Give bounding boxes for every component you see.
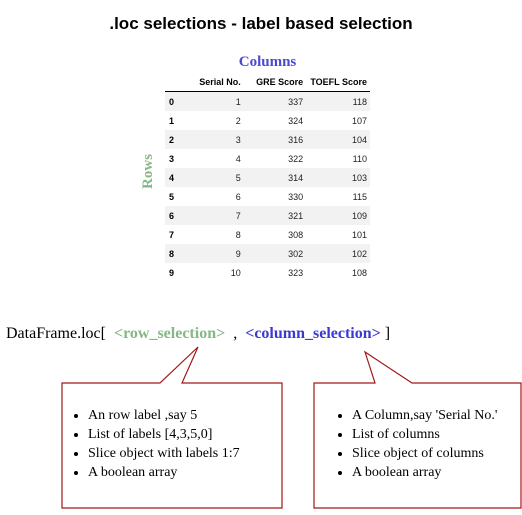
row-index: 8 — [169, 248, 175, 259]
table-cell: 2 — [235, 115, 241, 126]
column-callout-box — [313, 350, 522, 509]
table-cell: 110 — [352, 153, 367, 164]
table-cell: 9 — [235, 248, 241, 259]
table-cell: 8 — [235, 229, 241, 240]
column-selection-options: A Column,say 'Serial No.' List of column… — [336, 406, 522, 482]
table-header-row: Serial No. GRE Score TOEFL Score — [165, 73, 370, 92]
table-cell: 5 — [235, 172, 241, 183]
table-row: 0 1 337 118 — [165, 91, 370, 111]
list-item: Slice object of columns — [352, 444, 522, 463]
list-item: A boolean array — [88, 463, 288, 482]
table-row: 8 9 302 102 — [165, 244, 370, 263]
index-header — [165, 73, 188, 92]
table-cell: 314 — [288, 172, 304, 183]
table-row: 4 5 314 103 — [165, 168, 370, 187]
row-index: 6 — [169, 210, 175, 221]
table-cell: 3 — [235, 134, 241, 145]
table-cell: 322 — [288, 153, 304, 164]
table-cell: 324 — [288, 115, 304, 126]
row-selection-options: An row label ,say 5 List of labels [4,3,… — [72, 406, 288, 482]
table-cell: 302 — [288, 248, 304, 259]
list-item: List of columns — [352, 425, 522, 444]
table-cell: 308 — [288, 229, 304, 240]
table-cell: 321 — [288, 210, 304, 221]
list-item: A Column,say 'Serial No.' — [352, 406, 522, 425]
list-item: List of labels [4,3,5,0] — [88, 425, 288, 444]
loc-syntax: DataFrame.loc[ <row_selection> , <column… — [6, 325, 390, 343]
row-index: 7 — [169, 229, 175, 240]
row-index: 4 — [169, 172, 175, 183]
table-row: 9 10 323 108 — [165, 263, 370, 282]
column-header-gre-score: GRE Score — [243, 73, 307, 92]
table-row: 3 4 322 110 — [165, 149, 370, 168]
page-title: .loc selections - label based selection — [109, 14, 413, 33]
table-row: 7 8 308 101 — [165, 225, 370, 244]
table-cell: 7 — [235, 210, 241, 221]
list-item: An row label ,say 5 — [88, 406, 288, 425]
loc-separator: , — [233, 325, 238, 342]
table-cell: 115 — [352, 191, 367, 202]
table-cell: 103 — [351, 172, 367, 183]
table-cell: 108 — [351, 267, 367, 278]
row-callout-box — [61, 346, 283, 509]
table-cell: 4 — [235, 153, 241, 164]
table-cell: 6 — [235, 191, 241, 202]
row-index: 5 — [169, 191, 175, 202]
table-cell: 316 — [288, 134, 304, 145]
loc-suffix: ] — [384, 325, 391, 342]
column-header-toefl-score: TOEFL Score — [306, 73, 370, 92]
list-item: Slice object with labels 1:7 — [88, 444, 288, 463]
columns-label: Columns — [238, 54, 297, 70]
row-index: 3 — [169, 153, 175, 164]
table-cell: 323 — [288, 267, 304, 278]
table-cell: 10 — [230, 267, 241, 278]
column-selection-label: <column_selection> — [245, 325, 381, 342]
table-cell: 107 — [351, 115, 367, 126]
row-index: 0 — [169, 96, 175, 107]
column-header-serial-no: Serial No. — [187, 73, 244, 92]
table-row: 5 6 330 115 — [165, 187, 370, 206]
table-row: 6 7 321 109 — [165, 206, 370, 225]
table-row: 2 3 316 104 — [165, 130, 370, 149]
table-cell: 330 — [288, 191, 304, 202]
table-cell: 337 — [288, 96, 304, 107]
loc-prefix: DataFrame.loc[ — [6, 325, 106, 342]
row-index: 1 — [169, 115, 175, 126]
table-cell: 109 — [351, 210, 367, 221]
table-cell: 104 — [351, 134, 367, 145]
list-item: A boolean array — [352, 463, 522, 482]
table-row: 1 2 324 107 — [165, 111, 370, 130]
row-index: 9 — [169, 267, 175, 278]
row-selection-label: <row_selection> — [113, 325, 226, 342]
table-cell: 101 — [351, 229, 367, 240]
table-cell: 102 — [351, 248, 367, 259]
table-cell: 1 — [235, 96, 241, 107]
row-index: 2 — [169, 134, 175, 145]
table-cell: 118 — [352, 96, 367, 107]
